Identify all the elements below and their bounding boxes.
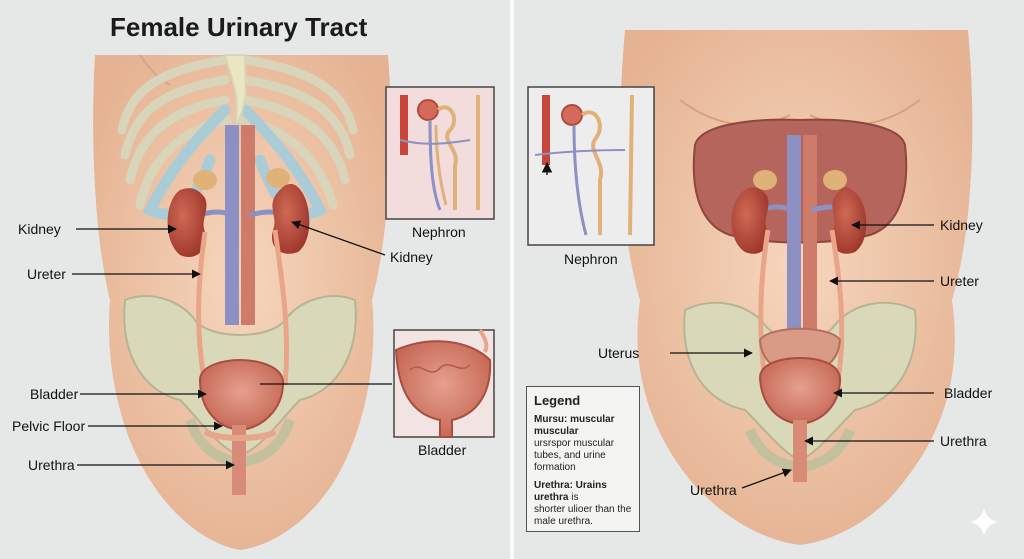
left-vessels [199,125,286,325]
sparkle-icon [970,508,998,536]
left-bladder-inset [393,328,495,438]
right-kidneys [731,170,867,254]
legend-entry1-heading: Mursu: muscular muscular [534,414,615,437]
legend-title: Legend [534,393,581,408]
left-kidneys [167,168,310,258]
label-ureter-left: Ureter [27,266,66,282]
label-urethra-bottom: Urethra [690,482,737,498]
label-ureter-right: Ureter [940,273,979,289]
legend-entry2-bold: Urethra: Urains urethra [534,480,607,503]
diagram-title: Female Urinary Tract [110,12,368,42]
label-kidney-left-right: Kidney [390,249,433,265]
right-ureters [758,229,845,381]
label-pelvic-floor: Pelvic Floor [12,418,85,434]
left-nephron-inset [385,86,495,220]
right-uterus-bladder [758,327,842,482]
legend-entry2-text: shorter ulioer than the male urethra. [534,504,632,527]
left-ureters [196,229,290,386]
left-bladder [198,358,285,495]
label-kidney-left: Kidney [18,221,61,237]
label-bladder-left: Bladder [30,386,79,402]
right-nephron-inset [527,86,655,246]
legend-entry2-suffix: is [568,492,579,503]
label-urethra-left: Urethra [28,457,75,473]
legend-entry1-text: ursrspor muscular tubes, and urine forma… [534,438,615,473]
label-uterus: Uterus [598,345,639,361]
label-bladder-right: Bladder [944,385,993,401]
label-kidney-right: Kidney [940,217,983,233]
legend-entry2-heading: Urethra: Urains urethra is [534,480,632,504]
caption-nephron-left: Nephron [412,224,466,240]
leader-lines [72,220,934,489]
legend-box: Legend Mursu: muscular muscular ursrspor… [526,386,640,532]
caption-nephron-right: Nephron [564,251,618,267]
panel-divider [510,0,514,559]
caption-bladder-inset: Bladder [418,442,467,458]
right-vessels [759,135,847,335]
label-urethra-right: Urethra [940,433,987,449]
